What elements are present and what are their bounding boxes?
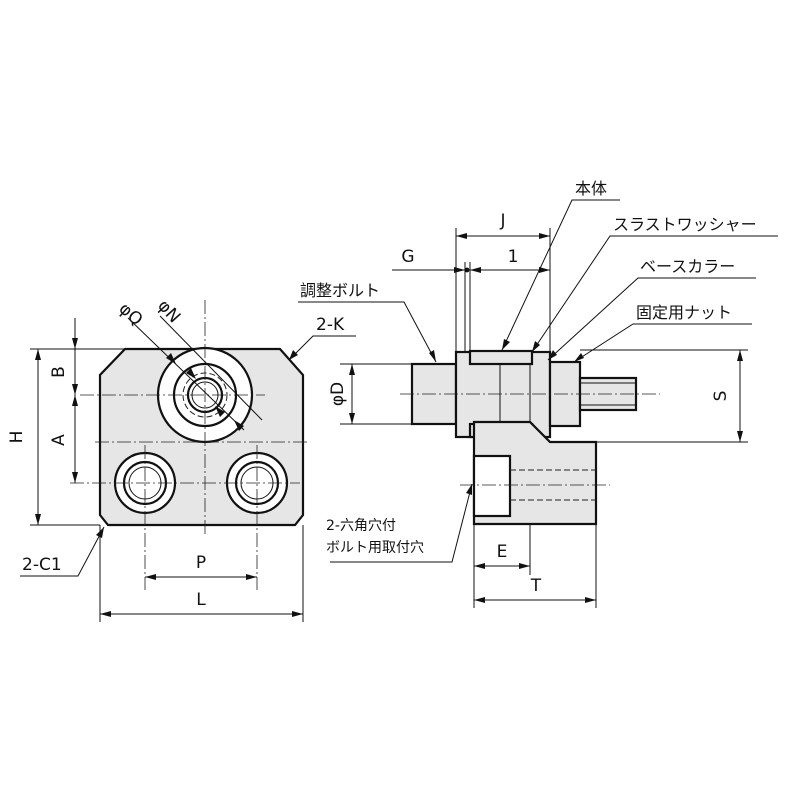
leader-2C1 xyxy=(20,526,105,577)
dim-1-label: 1 xyxy=(508,247,519,267)
dim-J-arrow-l xyxy=(456,233,467,239)
dim-L-arrow-l xyxy=(100,611,111,617)
dim-1-arrow-l xyxy=(470,267,481,273)
label-hex-hole-line1: 2-六角穴付 xyxy=(326,518,396,534)
leader-2K-arrow xyxy=(289,350,298,360)
dim-S-arrow-top xyxy=(737,350,743,361)
dim-G-dot xyxy=(464,267,470,273)
dim-P-arrow-r xyxy=(246,574,257,580)
front-view: H B A P L φQ φN 2-K xyxy=(7,296,356,622)
dim-1-arrow-r xyxy=(539,267,550,273)
leader-adjust-bolt-arrow xyxy=(429,350,436,362)
leader-phiN-arrow xyxy=(186,368,196,379)
side-body-top-washer xyxy=(468,349,534,366)
dim-H-label: H xyxy=(7,431,27,444)
side-view: φD S J G 1 E xyxy=(298,179,778,608)
dim-G-arrow xyxy=(454,267,465,273)
label-fixing-nut: 固定用ナット xyxy=(636,303,732,322)
leader-hex-hole xyxy=(330,483,473,563)
leader-body xyxy=(501,199,620,351)
dim-J-arrow-r xyxy=(539,233,550,239)
label-hex-hole-line2: ボルト用取付穴 xyxy=(326,540,424,556)
leader-2K xyxy=(288,335,356,361)
dim-T-arrow-r xyxy=(585,597,596,603)
dim-phiD-arrow-top xyxy=(349,364,355,375)
dim-H-arrow-bot xyxy=(35,514,41,525)
leader-collar xyxy=(547,277,756,361)
dim-G-label: G xyxy=(401,247,414,267)
dim-B-label: B xyxy=(49,366,69,378)
leader-collar-arrow xyxy=(548,350,557,360)
dim-A-label: A xyxy=(49,434,69,446)
dim-L-label: L xyxy=(196,590,206,610)
label-adjust-bolt: 調整ボルト xyxy=(300,281,380,300)
dim-B-arrow-bot xyxy=(72,384,78,395)
dim-T-label: T xyxy=(530,576,542,596)
dim-phiD-arrow-bot xyxy=(349,413,355,424)
dim-E-arrow-l xyxy=(474,563,485,569)
dim-E-label: E xyxy=(497,542,508,562)
leader-hex-hole-arrow xyxy=(466,484,472,495)
leader-phiQ-arrow xyxy=(166,353,176,364)
dim-T-arrow-l xyxy=(474,597,485,603)
leader-washer xyxy=(531,235,778,353)
leader-nut xyxy=(573,323,752,363)
dim-P-label: P xyxy=(196,553,206,573)
leader-phiN-arrow2 xyxy=(215,406,225,417)
dim-J-label: J xyxy=(499,211,505,231)
leader-washer-arrow xyxy=(532,341,540,352)
dim-A-arrow-top xyxy=(72,395,78,406)
dim-L-arrow-r xyxy=(292,611,303,617)
dim-S-label: S xyxy=(711,391,731,402)
dim-P-arrow-l xyxy=(145,574,156,580)
dim-2C1-label: 2-C1 xyxy=(22,555,62,575)
leader-phiQ xyxy=(127,317,245,431)
leader-phiQ-arrow2 xyxy=(234,420,244,431)
leader-adjust-bolt xyxy=(298,301,437,363)
leader-2C1-arrow xyxy=(96,527,104,538)
dim-phiN-label: φN xyxy=(153,296,184,327)
dim-2K-label: 2-K xyxy=(316,315,345,335)
dim-H-arrow-top xyxy=(35,349,41,360)
hex-hole-counterbore xyxy=(472,454,512,518)
leader-nut-arrow xyxy=(574,353,584,362)
label-body: 本体 xyxy=(575,179,607,198)
label-thrust-washer: スラストワッシャー xyxy=(613,215,757,234)
dim-S-arrow-bot xyxy=(737,431,743,442)
label-base-collar: ベースカラー xyxy=(640,257,735,276)
leader-body-arrow xyxy=(502,339,510,350)
dim-B-arrow xyxy=(72,338,78,349)
leader-phiN xyxy=(159,315,263,421)
dim-A-arrow-bot xyxy=(72,472,78,483)
dim-phiQ-label: φQ xyxy=(115,299,147,330)
dim-E-arrow-r xyxy=(519,563,530,569)
dim-phiD-label: φD xyxy=(328,382,348,406)
